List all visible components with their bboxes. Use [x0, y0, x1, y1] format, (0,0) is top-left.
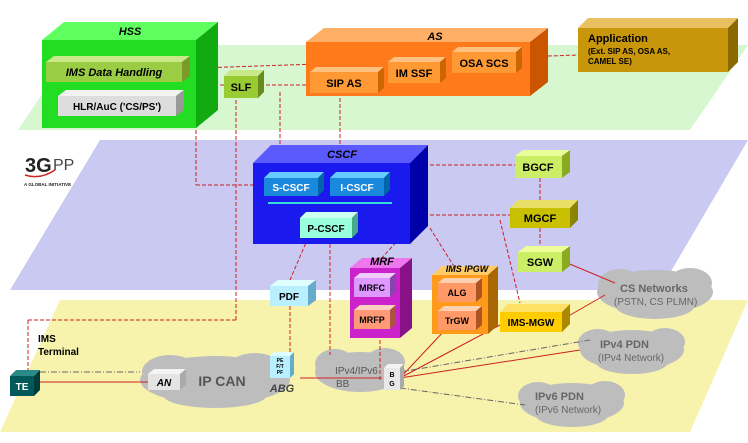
trgw-box[interactable]: TrGW — [438, 306, 482, 330]
abg-label: ABG — [269, 383, 295, 395]
bg-label-1: B — [389, 372, 394, 379]
logo-pp: PP — [53, 157, 74, 174]
ims-mgw-box[interactable]: IMS-MGW — [500, 304, 570, 332]
te-label: TE — [16, 382, 29, 393]
interconnect-links — [40, 339, 591, 406]
slf-box[interactable]: SLF — [224, 70, 264, 98]
mrfp-label: MRFP — [359, 315, 385, 325]
im-ssf-label: IM SSF — [396, 68, 433, 80]
ipv6-pdn-title: IPv6 PDN — [535, 391, 584, 403]
pdf-label: PDF — [279, 292, 299, 303]
sgw-box[interactable]: SGW — [518, 246, 570, 272]
ims-data-handling-box[interactable]: IMS Data Handling — [46, 56, 190, 82]
cscf-label: CSCF — [327, 149, 357, 161]
ip-can-label: IP CAN — [198, 373, 245, 389]
pe-label-1: PE — [277, 358, 284, 364]
s-cscf-box[interactable]: S-CSCF — [264, 172, 324, 196]
p-cscf-box[interactable]: P-CSCF — [300, 212, 358, 238]
mrfc-box[interactable]: MRFC — [354, 273, 396, 297]
mgcf-box[interactable]: MGCF — [510, 200, 578, 228]
mrfp-box[interactable]: MRFP — [354, 305, 396, 329]
mrf-label: MRF — [370, 256, 394, 268]
application-title: Application — [588, 33, 648, 45]
bb-label-2: BB — [336, 379, 350, 390]
slf-label: SLF — [231, 82, 252, 94]
cs-networks-sub: (PSTN, CS PLMN) — [614, 297, 697, 308]
logo-tagline: A GLOBAL INITIATIVE — [24, 182, 71, 187]
osa-scs-box[interactable]: OSA SCS — [452, 47, 522, 73]
mrfc-label: MRFC — [359, 283, 385, 293]
ims-ipgw-label: IMS IPGW — [446, 264, 490, 274]
logo-mark: 3G — [25, 155, 52, 177]
sip-as-label: SIP AS — [326, 78, 361, 90]
im-ssf-box[interactable]: IM SSF — [388, 57, 446, 83]
application-box[interactable]: Application (Ext. SIP AS, OSA AS, CAMEL … — [578, 18, 738, 72]
trgw-label: TrGW — [445, 316, 470, 326]
cs-networks-title: CS Networks — [620, 283, 688, 295]
application-line1: (Ext. SIP AS, OSA AS, — [588, 47, 670, 56]
osa-scs-label: OSA SCS — [459, 58, 508, 70]
bb-label-1: IPv4/IPv6 — [335, 366, 378, 377]
ipv4-pdn-title: IPv4 PDN — [600, 339, 649, 351]
as-label: AS — [426, 31, 443, 43]
cs-networks-cloud — [597, 268, 713, 319]
ims-data-handling-label: IMS Data Handling — [66, 67, 163, 79]
ipv6-pdn-sub: (IPv6 Network) — [535, 405, 601, 416]
an-label: AN — [156, 378, 172, 389]
pe-label-2: F/T — [276, 364, 284, 370]
te-box[interactable]: TE — [10, 370, 40, 396]
3gpp-logo: 3G PP A GLOBAL INITIATIVE — [24, 155, 74, 187]
hlr-auc-label: HLR/AuC ('CS/PS') — [73, 102, 161, 113]
i-cscf-label: I-CSCF — [340, 183, 373, 194]
bgcf-label: BGCF — [522, 162, 553, 174]
alg-box[interactable]: ALG — [438, 278, 482, 302]
bgcf-box[interactable]: BGCF — [515, 150, 570, 178]
hss-label: HSS — [119, 26, 142, 38]
bg-box[interactable]: B G — [384, 364, 404, 390]
ims-terminal-line1: IMS — [38, 334, 56, 345]
sgw-label: SGW — [527, 257, 554, 269]
i-cscf-box[interactable]: I-CSCF — [330, 172, 390, 196]
pe-label-3: PF — [277, 370, 283, 376]
pdf-box[interactable]: PDF — [270, 280, 316, 306]
p-cscf-label: P-CSCF — [307, 224, 344, 235]
ipv6-pdn-cloud — [518, 381, 625, 427]
mgcf-label: MGCF — [524, 213, 557, 225]
bg-label-2: G — [389, 381, 395, 388]
alg-label: ALG — [448, 288, 467, 298]
s-cscf-label: S-CSCF — [272, 183, 309, 194]
an-box[interactable]: AN — [148, 369, 186, 390]
ipv4-pdn-cloud — [578, 328, 685, 374]
ipv4-pdn-sub: (IPv4 Network) — [598, 353, 664, 364]
sip-as-box[interactable]: SIP AS — [310, 67, 384, 93]
ims-terminal-line2: Terminal — [38, 347, 79, 358]
hlr-auc-box[interactable]: HLR/AuC ('CS/PS') — [58, 90, 184, 116]
application-line2: CAMEL SE) — [588, 57, 632, 66]
pe-box[interactable]: PE F/T PF — [270, 352, 294, 378]
ims-mgw-label: IMS-MGW — [508, 318, 555, 329]
